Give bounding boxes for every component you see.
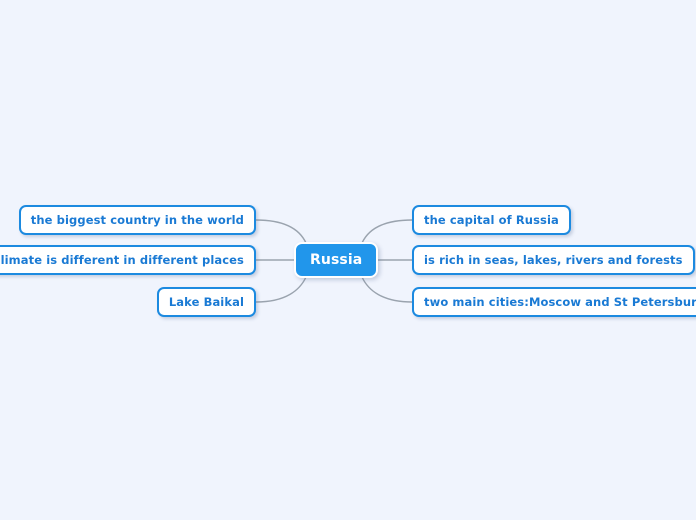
branch-node-left-1[interactable]: the biggest country in the world [18, 205, 256, 235]
connector-left-top [255, 219, 307, 244]
branch-node-right-2[interactable]: is rich in seas, lakes, rivers and fores… [412, 245, 695, 275]
branch-label: the biggest country in the world [30, 213, 244, 227]
branch-node-left-2[interactable]: climate is different in different places [0, 245, 256, 275]
connector-right-top [361, 219, 413, 244]
branch-label: the capital of Russia [424, 213, 559, 227]
branch-node-right-3[interactable]: two main cities:Moscow and St Petersburg [412, 287, 696, 317]
branch-label: climate is different in different places [0, 253, 244, 267]
connector-left-bottom [255, 276, 307, 303]
connector-right-bottom [361, 276, 413, 303]
branch-label: is rich in seas, lakes, rivers and fores… [424, 253, 683, 267]
branch-label: Lake Baikal [168, 295, 244, 309]
central-node-label: Russia [310, 252, 363, 268]
branch-node-right-1[interactable]: the capital of Russia [412, 205, 571, 235]
central-node-russia[interactable]: Russia [294, 242, 379, 278]
branch-label: two main cities:Moscow and St Petersburg [424, 295, 696, 309]
branch-node-left-3[interactable]: Lake Baikal [156, 287, 256, 317]
